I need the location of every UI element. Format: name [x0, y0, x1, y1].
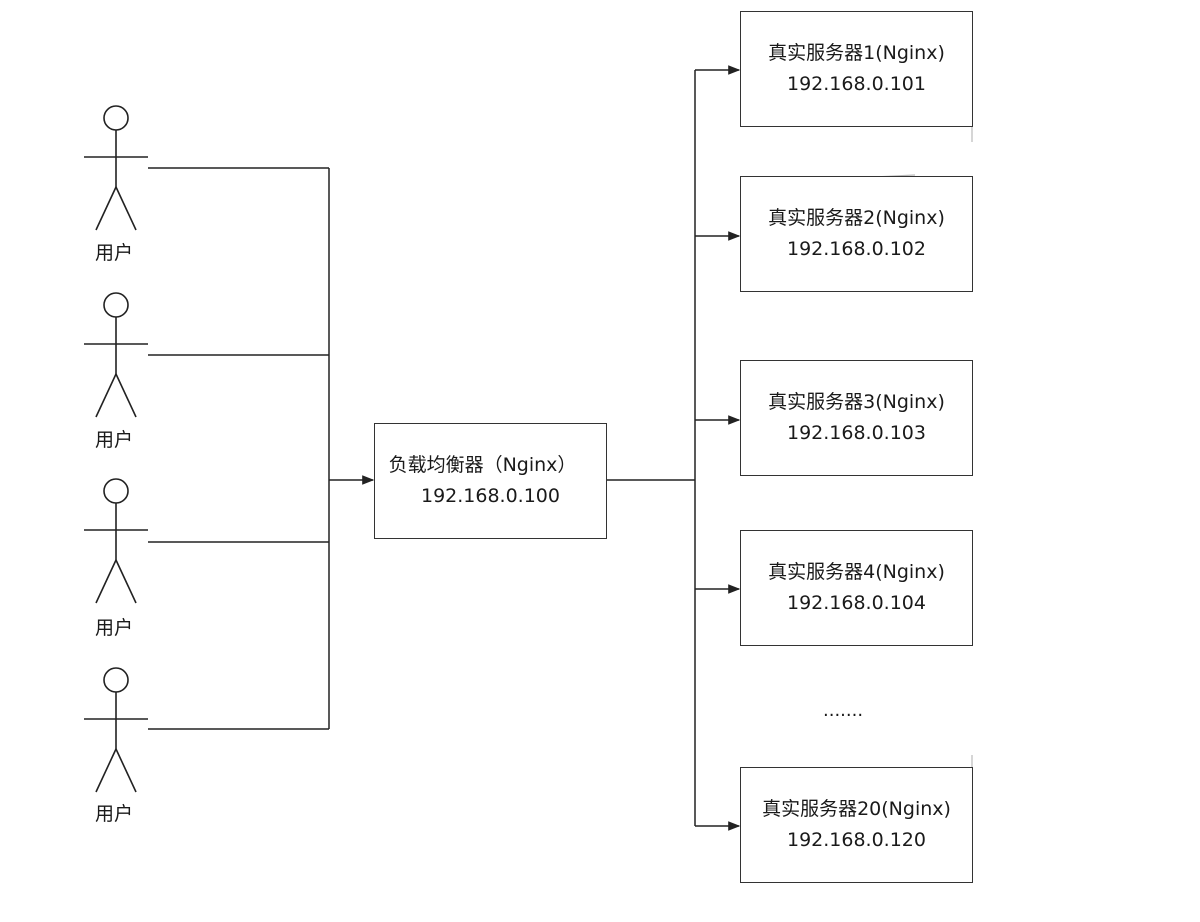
- server-title: 真实服务器20(Nginx): [762, 798, 951, 820]
- load-balancer-title: 负载均衡器（Nginx）: [388, 454, 577, 476]
- user-actor-icon: [84, 478, 148, 604]
- user-actor-icon: [84, 105, 148, 231]
- server-node-4: 真实服务器4(Nginx) 192.168.0.104: [740, 530, 973, 646]
- user-label: 用户: [94, 803, 133, 825]
- load-balancer-node: 负载均衡器（Nginx） 192.168.0.100: [374, 423, 607, 539]
- server-node-2: 真实服务器2(Nginx) 192.168.0.102: [740, 176, 973, 292]
- server-ip: 192.168.0.102: [786, 238, 926, 260]
- server-node-3: 真实服务器3(Nginx) 192.168.0.103: [740, 360, 973, 476]
- server-ip: 192.168.0.103: [786, 422, 926, 444]
- user-label: 用户: [94, 242, 133, 264]
- server-node-1: 真实服务器1(Nginx) 192.168.0.101: [740, 11, 973, 127]
- server-title: 真实服务器1(Nginx): [768, 42, 945, 64]
- user-connectors: [148, 167, 375, 730]
- ellipsis-text: .......: [823, 700, 864, 721]
- server-node-20: 真实服务器20(Nginx) 192.168.0.120: [740, 767, 973, 883]
- load-balancer-ip: 192.168.0.100: [420, 485, 560, 507]
- server-connectors: [607, 65, 741, 831]
- server-title: 真实服务器3(Nginx): [768, 391, 945, 413]
- user-label: 用户: [94, 617, 133, 639]
- server-ip: 192.168.0.101: [786, 73, 926, 95]
- user-actor-icon: [84, 292, 148, 418]
- server-ip: 192.168.0.120: [786, 829, 926, 851]
- user-label: 用户: [94, 429, 133, 451]
- server-title: 真实服务器4(Nginx): [768, 561, 945, 583]
- user-actor-icon: [84, 667, 148, 793]
- server-title: 真实服务器2(Nginx): [768, 207, 945, 229]
- server-ip: 192.168.0.104: [786, 592, 926, 614]
